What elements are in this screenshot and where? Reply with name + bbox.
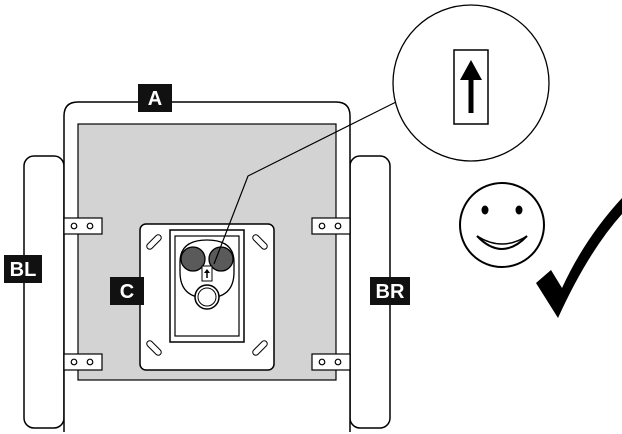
callout-leader-line [213,101,397,265]
label-br-text: BR [376,281,405,303]
small-up-arrow-icon [201,265,213,282]
label-br: BR [370,277,410,305]
left-rail [23,155,65,429]
label-a-text: A [148,88,162,110]
device-knob-inner [197,287,217,307]
label-a: A [138,84,172,112]
smiley-face-icon [459,182,545,268]
bracket-top-left [63,217,103,235]
checkmark-icon [536,198,622,318]
lens-left [180,246,206,272]
label-c: C [110,277,144,305]
label-bl-text: BL [10,259,37,281]
up-arrow-icon [453,49,489,125]
bracket-bottom-left [63,353,103,371]
lens-right [208,246,234,272]
device-inner-frame [174,235,240,337]
plate-slots [146,234,268,356]
label-bl: BL [4,255,42,283]
bracket-top-right [311,217,351,235]
label-c-text: C [120,281,134,303]
device-knob [194,284,220,310]
bracket-bottom-right [311,353,351,371]
